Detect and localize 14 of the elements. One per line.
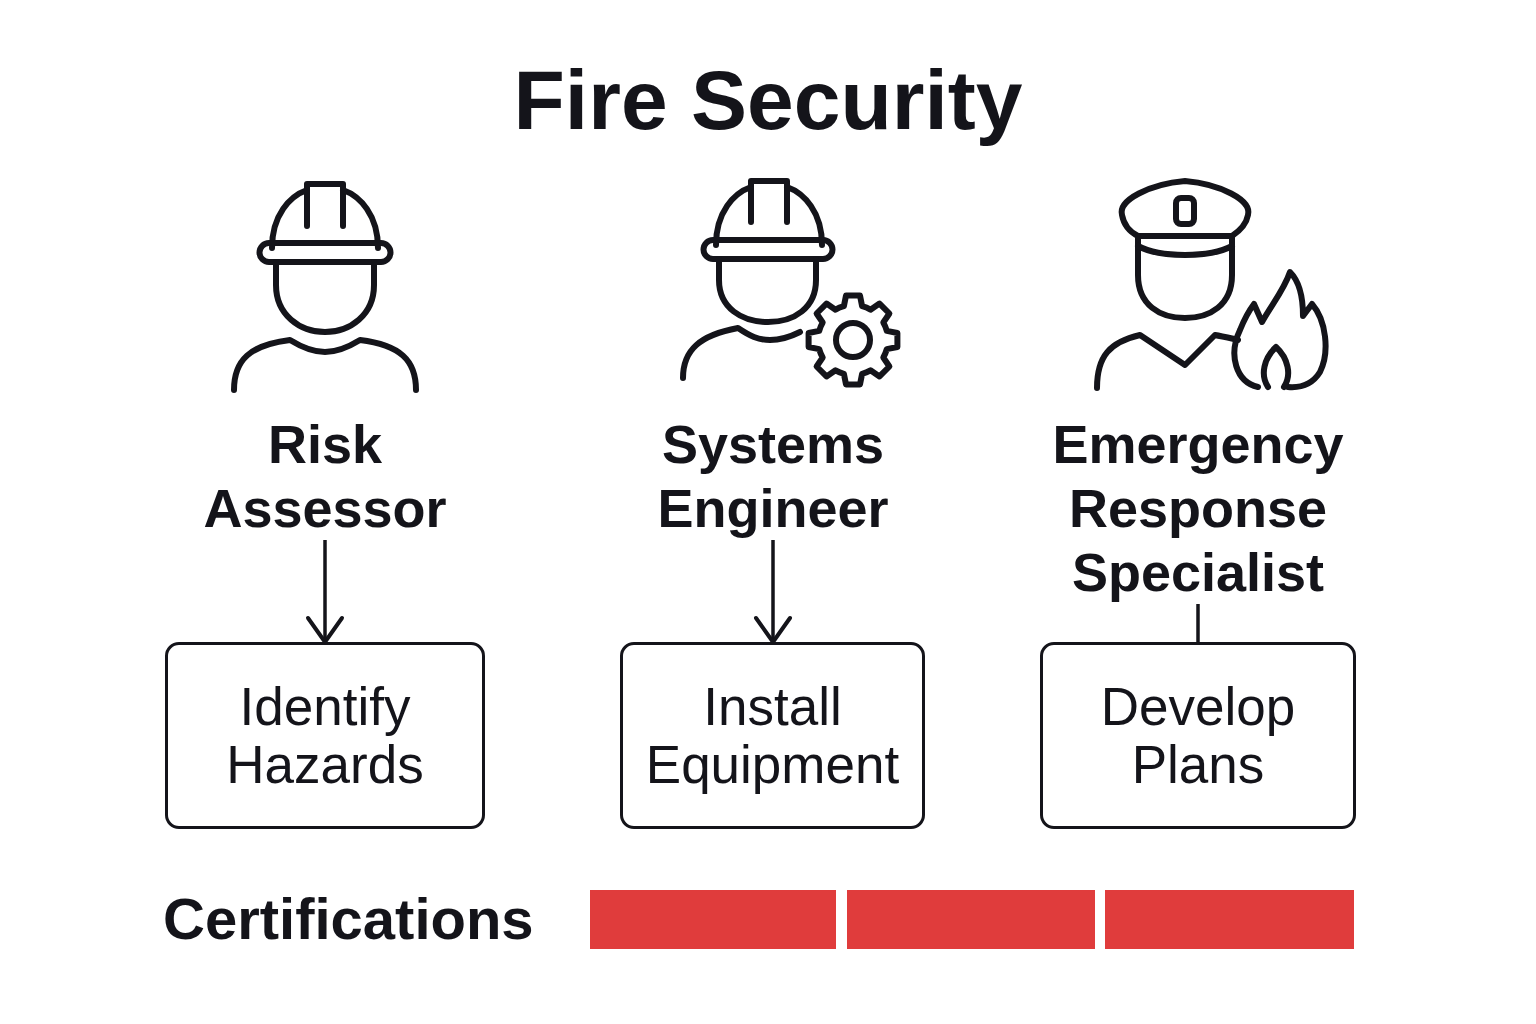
- task-box: Identify Hazards: [165, 642, 485, 829]
- section-label: Certifications: [163, 885, 534, 953]
- task-box: Develop Plans: [1040, 642, 1356, 829]
- bar-segment: [847, 890, 1095, 949]
- bar-segment: [590, 890, 836, 949]
- bar-segment: [1105, 890, 1354, 949]
- role-title: Systems Engineer: [642, 412, 904, 540]
- title: Fire Security: [512, 52, 1024, 149]
- task-box: Install Equipment: [620, 642, 925, 829]
- connector-line: [1196, 604, 1200, 642]
- arrow: [754, 540, 792, 644]
- role-title: Risk Assessor: [190, 412, 460, 540]
- role-title: Emergency Response Specialist: [1038, 412, 1358, 604]
- arrow: [306, 540, 344, 644]
